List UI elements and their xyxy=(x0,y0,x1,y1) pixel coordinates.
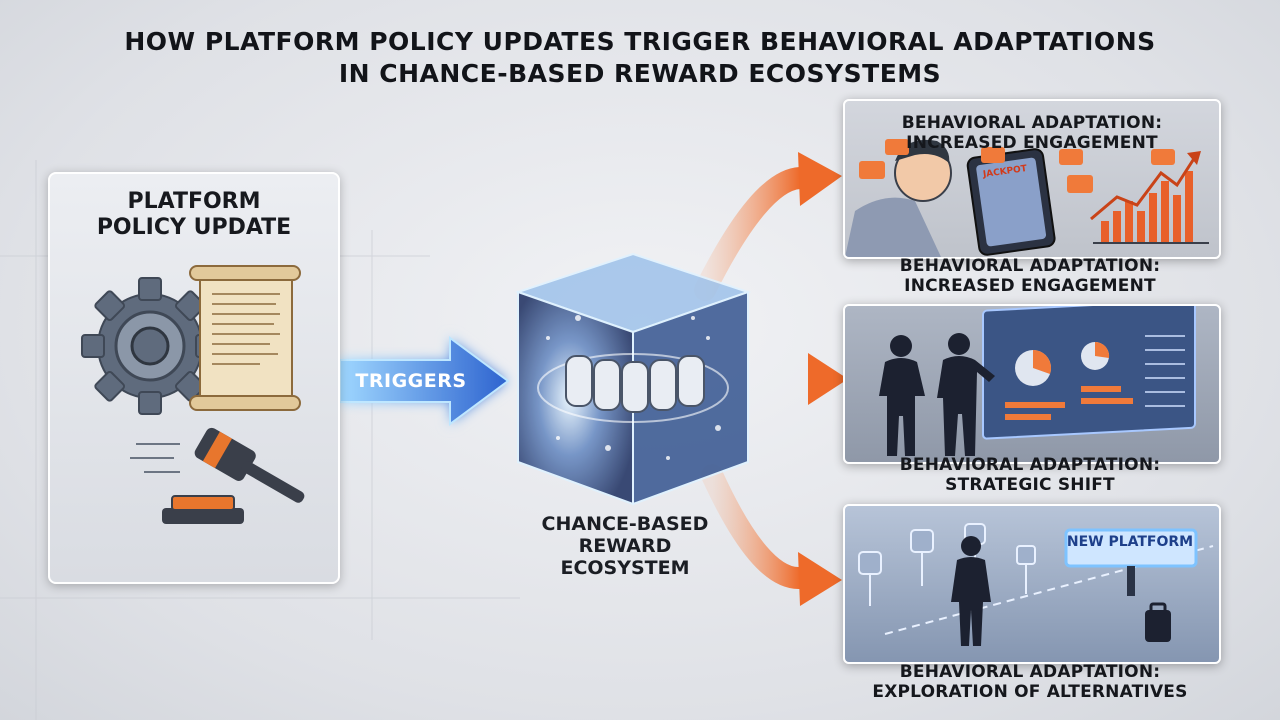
growth-chart-icon xyxy=(1090,151,1209,244)
diagram-title-line-2: IN CHANCE-BASED REWARD ECOSYSTEMS xyxy=(338,59,942,88)
ecosystem-label-line-2: REWARD xyxy=(578,535,672,557)
policy-title-line-1: PLATFORM xyxy=(127,189,261,214)
exploration-caption-line-1: BEHAVIORAL ADAPTATION: xyxy=(899,662,1161,682)
engagement-caption-line-2: INCREASED ENGAGEMENT xyxy=(904,276,1156,296)
ecosystem-label-line-3: ECOSYSTEM xyxy=(560,557,690,579)
orange-arrow-top xyxy=(694,152,842,301)
phone-icon xyxy=(966,148,1056,256)
engagement-scene: BEHAVIORAL ADAPTATION: INCREASED ENGAGEM… xyxy=(843,99,1221,259)
engagement-caption-top-line-1: BEHAVIORAL ADAPTATION: xyxy=(901,113,1163,133)
person-silhouette xyxy=(951,536,991,646)
slot-reels-icon xyxy=(565,355,705,413)
engagement-caption-top-line-2: INCREASED ENGAGEMENT xyxy=(906,133,1158,153)
new-platform-sign-text: NEW PLATFORM xyxy=(1066,534,1194,550)
suitcase-icon xyxy=(1145,602,1171,642)
exploration-illustration xyxy=(858,523,1214,646)
strategy-scene xyxy=(843,304,1221,464)
chat-bubble-icons xyxy=(859,139,1175,193)
strategy-illustration xyxy=(879,306,1196,456)
ecosystem-cube xyxy=(514,252,752,506)
diagram-title-line-1: HOW PLATFORM POLICY UPDATES TRIGGER BEHA… xyxy=(124,27,1156,56)
scroll-icon xyxy=(189,265,301,411)
policy-title-line-2: POLICY UPDATE xyxy=(96,215,292,240)
engagement-caption-line-1: BEHAVIORAL ADAPTATION: xyxy=(899,256,1161,276)
strategy-caption-line-1: BEHAVIORAL ADAPTATION: xyxy=(899,455,1161,475)
engagement-illustration xyxy=(845,139,1209,257)
triggers-arrow xyxy=(339,336,510,426)
dashboard-screen-icon xyxy=(982,306,1196,440)
ecosystem-label-line-1: CHANCE-BASED xyxy=(541,513,709,535)
gear-icon xyxy=(81,277,219,415)
policy-illustration xyxy=(81,265,305,524)
platform-icon-signs xyxy=(858,523,1036,606)
orange-arrow-bottom xyxy=(701,464,842,606)
exploration-scene xyxy=(843,504,1221,664)
two-people-silhouette xyxy=(879,333,995,456)
gavel-icon xyxy=(130,427,305,524)
exploration-caption-line-2: EXPLORATION OF ALTERNATIVES xyxy=(872,682,1188,702)
new-platform-sign-icon xyxy=(1064,528,1198,596)
policy-update-panel: PLATFORM POLICY UPDATE xyxy=(48,172,340,584)
strategy-caption-line-2: STRATEGIC SHIFT xyxy=(945,475,1115,495)
triggers-label: TRIGGERS xyxy=(355,370,467,392)
